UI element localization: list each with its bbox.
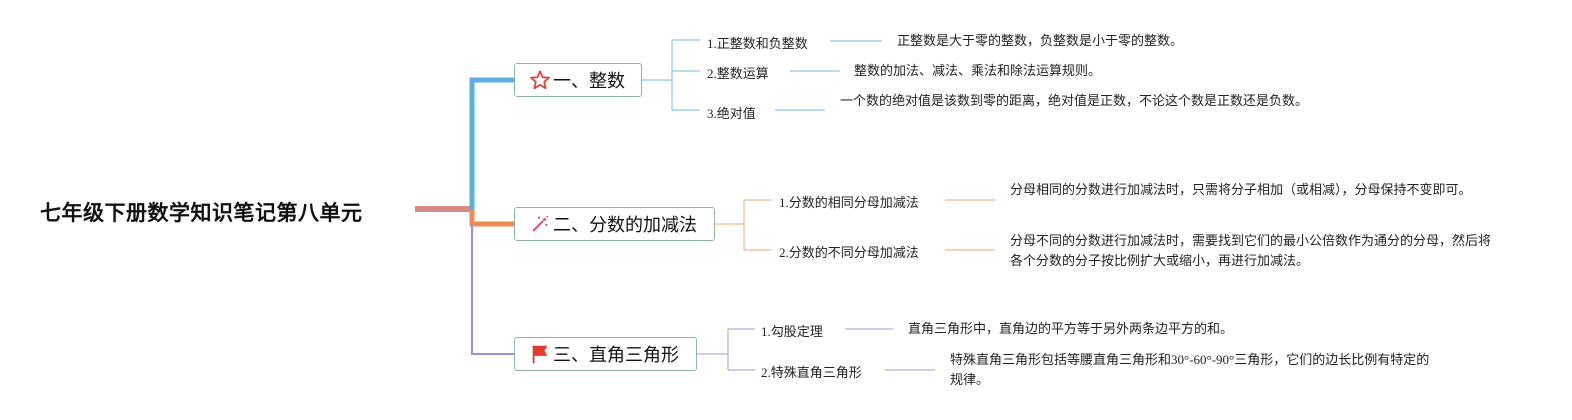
branch-fraction-addition[interactable]: 二、分数的加减法 (514, 207, 715, 241)
detail-different-denominator: 分母不同的分数进行加减法时，需要找到它们的最小公倍数作为通分的分母，然后将各个分… (1010, 233, 1492, 268)
branch-label: 一、整数 (553, 71, 625, 92)
root-topic[interactable]: 七年级下册数学知识笔记第八单元 (40, 201, 363, 225)
detail-special-right-triangle: 特殊直角三角形包括等腰直角三角形和30°-60°-90°三角形，它们的边长比例有… (950, 352, 1430, 387)
branch-connector-3 (471, 224, 514, 355)
detail-pythagorean: 直角三角形中，直角边的平方等于另外两条边平方的和。 (908, 321, 1234, 336)
subtopic-integer-operations[interactable]: 2.整数运算 (707, 66, 769, 81)
branch-connector-1 (469, 77, 514, 209)
detail-integer-operations: 整数的加法、减法、乘法和除法运算规则。 (854, 63, 1102, 78)
star-icon (529, 69, 551, 91)
subtopic-pythagorean[interactable]: 1.勾股定理 (761, 324, 823, 339)
detail-positive-negative: 正整数是大于零的整数，负整数是小于零的整数。 (897, 33, 1184, 48)
branch-label: 三、直角三角形 (553, 345, 679, 366)
subtopic-special-right-triangle[interactable]: 2.特殊直角三角形 (761, 365, 862, 380)
subtopic-different-denominator[interactable]: 2.分数的不同分母加减法 (779, 245, 919, 260)
branch-connector-2 (469, 209, 514, 227)
subtopic-absolute-value[interactable]: 3.绝对值 (707, 106, 756, 121)
detail-same-denominator: 分母相同的分数进行加减法时，只需将分子相加（或相减），分母保持不变即可。 (1010, 182, 1472, 197)
detail-absolute-value: 一个数的绝对值是该数到零的距离，绝对值是正数，不论这个数是正数还是负数。 (840, 93, 1309, 108)
subtopic-same-denominator[interactable]: 1.分数的相同分母加减法 (779, 195, 919, 210)
branch-right-triangle[interactable]: 三、直角三角形 (514, 337, 697, 371)
branch-label: 二、分数的加减法 (553, 215, 697, 236)
flag-icon (529, 343, 551, 365)
sparkle-icon (529, 213, 551, 235)
subtopic-positive-negative[interactable]: 1.正整数和负整数 (707, 36, 808, 51)
branch-integers[interactable]: 一、整数 (514, 63, 642, 97)
